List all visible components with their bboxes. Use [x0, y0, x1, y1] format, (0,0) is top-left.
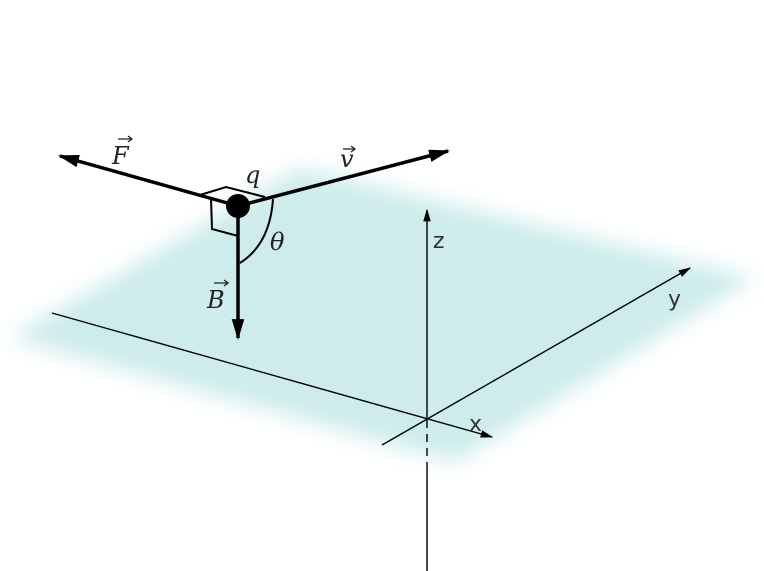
- field-label: B: [206, 286, 225, 314]
- velocity-vector: [237, 149, 451, 208]
- field-arrow-accent: [214, 279, 230, 287]
- right-angle-f-b: [210, 197, 239, 237]
- velocity-arrow-accent: [343, 145, 357, 153]
- xy-plane: [10, 168, 755, 462]
- coordinate-axes: [51, 208, 692, 571]
- y-axis: [381, 267, 692, 446]
- right-angle-f-v: [199, 185, 266, 198]
- force-arrow-accent: [118, 135, 134, 143]
- x-axis-label: x: [469, 412, 482, 437]
- force-label: F: [111, 142, 130, 170]
- charge-particle: [226, 194, 250, 218]
- angle-arc-theta: [239, 198, 274, 264]
- charge-label: q: [245, 161, 260, 189]
- velocity-label: v: [340, 145, 354, 173]
- z-axis-label: z: [433, 229, 445, 254]
- angle-label: θ: [270, 228, 285, 256]
- x-axis: [51, 312, 494, 438]
- y-axis-label: y: [668, 287, 681, 312]
- force-vector: [57, 154, 239, 208]
